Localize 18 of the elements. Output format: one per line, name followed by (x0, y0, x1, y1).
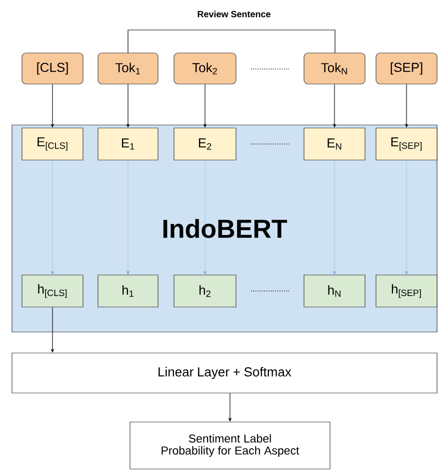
hidden-state-box: h$_{[CLS]}$ (22, 274, 84, 308)
token-box: Tok$_{1}$ (98, 52, 158, 84)
embedding-box: E$_{1}$ (98, 128, 158, 160)
hidden-state-box: h$_{[SEP]}$ (376, 274, 438, 308)
token-box: Tok$_{2}$ (174, 52, 236, 84)
embedding-box: E$_{N}$ (304, 128, 366, 160)
title: Review Sentence (198, 10, 270, 18)
hidden-state-box: h$_{1}$ (98, 274, 158, 308)
hidden-state-box: h$_{N}$ (304, 274, 366, 308)
token-box: [CLS] (22, 52, 84, 84)
hidden-state-box: h$_{2}$ (174, 274, 236, 308)
layer-box: Linear Layer + Softmax (12, 352, 438, 394)
embedding-box: E$_{[CLS]}$ (22, 128, 84, 160)
embedding-box: E$_{2}$ (174, 128, 236, 160)
token-box: Tok$_{N}$ (304, 52, 366, 84)
embedding-box: E$_{[SEP]}$ (376, 128, 438, 160)
output-box: Sentiment Label Probability for Each Aspect (130, 422, 330, 470)
token-box: [SEP] (376, 52, 438, 84)
